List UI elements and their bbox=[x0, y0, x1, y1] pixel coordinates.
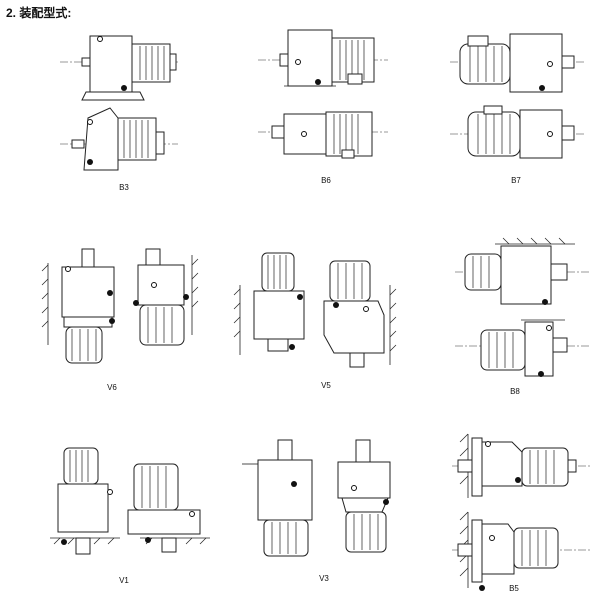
diagram-b5 bbox=[452, 433, 592, 591]
label-b3: B3 bbox=[119, 183, 129, 192]
label-v5: V5 bbox=[321, 381, 331, 390]
label-v1: V1 bbox=[119, 576, 129, 585]
diagram-b3 bbox=[60, 35, 178, 171]
label-b6: B6 bbox=[321, 176, 331, 185]
diagram-b8 bbox=[455, 237, 590, 377]
label-b5: B5 bbox=[509, 584, 519, 593]
diagram-b6 bbox=[258, 29, 388, 159]
label-v3: V3 bbox=[319, 574, 329, 583]
diagram-v1 bbox=[50, 447, 210, 555]
diagram-v5 bbox=[233, 252, 397, 368]
label-b7: B7 bbox=[511, 176, 521, 185]
section-heading: 2. 装配型式: bbox=[6, 6, 72, 20]
diagram-v6 bbox=[41, 248, 199, 364]
label-v6: V6 bbox=[107, 383, 117, 392]
diagram-v3 bbox=[242, 439, 391, 557]
label-b8: B8 bbox=[510, 387, 520, 396]
diagram-b7 bbox=[450, 33, 585, 159]
